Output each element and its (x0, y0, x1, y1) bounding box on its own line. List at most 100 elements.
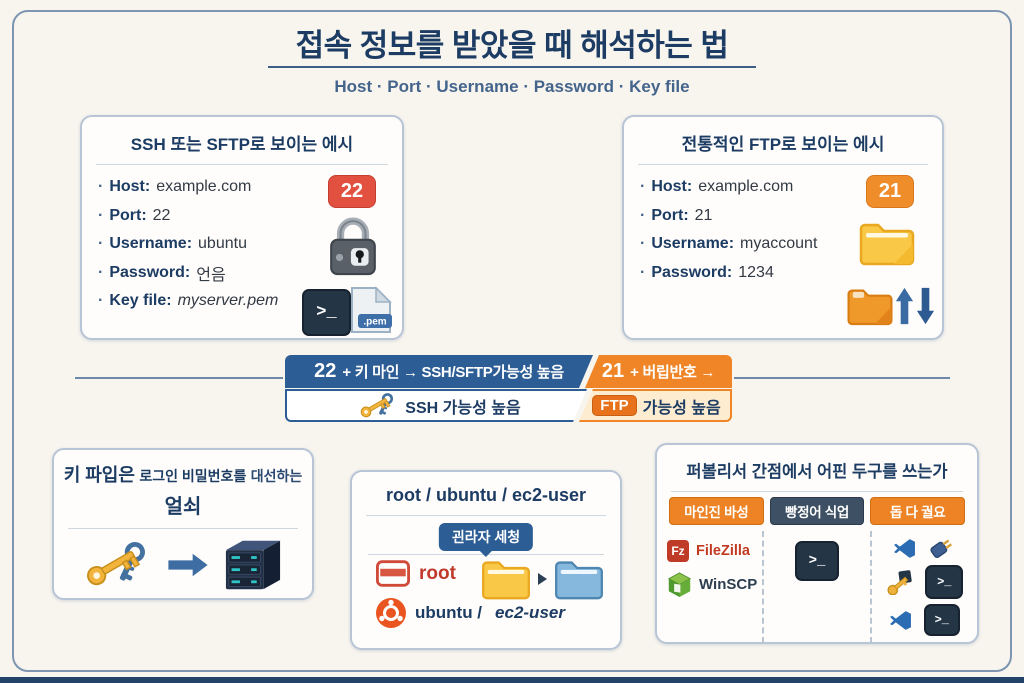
item-label: Host: (651, 178, 693, 196)
list-item: ·Host:example.com (98, 173, 402, 202)
list-item: · Password: 언음 (98, 259, 402, 288)
admin-account-badge: 괸라자 세청 (438, 523, 534, 551)
key-card-icons (54, 537, 312, 593)
banner-ftp-result-segment: FTP 가능성 높음 (579, 389, 732, 422)
usernames-card-title: root / ubuntu / ec2-user (385, 485, 586, 505)
item-value: myserver.pem (177, 292, 279, 310)
folder-yellow-icon (859, 223, 915, 266)
banner-ssh-result-segment: SSH 가능성 높음 (285, 389, 587, 422)
vscode-icon (889, 610, 911, 630)
ssh-item-list: ·Host:example.com ·Port:22 ·Username:ubu… (82, 170, 402, 316)
item-label: Username: (109, 235, 193, 253)
filezilla-icon: Fz (667, 540, 689, 562)
chip-both-tools: 돕 다 궐요 (870, 497, 966, 525)
item-value: 22 (152, 206, 171, 224)
divider (68, 528, 298, 529)
bullet: · (640, 235, 646, 253)
key-card-title-big: 키 파입은 (63, 465, 135, 485)
list-item: ·Password:1234 (640, 259, 942, 288)
chip-gui-tools: 마인진 바성 (669, 497, 764, 525)
item-value: example.com (698, 178, 794, 196)
folder-transfer-icons (480, 558, 605, 600)
ubuntu-row: ubuntu / ec2-user (376, 598, 565, 628)
ftp-card-title: 전통적인 FTP로 보이는 에시 (681, 135, 885, 154)
pem-file-icon: .pem (351, 286, 392, 333)
ftp-result-text: 가능성 높음 (642, 399, 721, 417)
item-label: Port: (651, 206, 689, 224)
ssh-card-title: SSH 또는 SFTP로 보이는 에시 (130, 135, 354, 154)
tools-column-2: >_ (762, 531, 869, 643)
chip-cli-tools: 빵정어 식업 (769, 497, 865, 525)
banner-21-text: + 버립반호 → (630, 364, 716, 381)
bullet: · (98, 263, 104, 281)
terminal-icon: >_ (794, 541, 839, 581)
admin-bubble-row: 괸라자 세청 (352, 521, 620, 561)
key-card-title: 키 파입은 로그인 비밀번호를 대선하는 (54, 464, 312, 488)
lock-icon (330, 217, 376, 276)
item-value: 언음 (196, 266, 226, 284)
page-subtitle: Host · Port · Username · Password · Key … (334, 77, 690, 96)
banner-22-number: 22 (314, 360, 337, 382)
bullet: · (98, 292, 104, 310)
icon-row: >_ (872, 604, 977, 636)
winscp-icon (667, 572, 692, 597)
ftp-badge: FTP (592, 395, 637, 416)
banner-21-number: 21 (601, 360, 625, 382)
ssh-example-card: SSH 또는 SFTP로 보이는 에시 ·Host:example.com ·P… (80, 115, 404, 340)
item-label: Host: (109, 178, 151, 196)
item-value: ubuntu (198, 235, 247, 253)
list-item: · Username: ubuntu (98, 230, 402, 259)
port-decision-banner: 21 + 버립반호 → 22 + 키 마인 → SSH/SFTP가능성 높음 F… (285, 355, 732, 422)
list-item: WinSCP (667, 571, 762, 598)
ubuntu-label: ubuntu / (415, 603, 483, 622)
tools-columns: Fz FileZilla WinSCP >_ (657, 531, 977, 643)
server-icon (225, 540, 281, 590)
folder-orange-icon (847, 289, 893, 326)
rule-right (734, 377, 950, 379)
bullet: · (98, 235, 104, 253)
bullet: · (98, 178, 104, 196)
list-item: ·Port:21 (640, 202, 942, 231)
icon-row (872, 536, 977, 560)
item-label: Password: (109, 263, 191, 281)
rule-left (75, 377, 283, 379)
keys-icon (360, 392, 394, 417)
folder-yellow-icon (482, 561, 530, 600)
folder-blue-icon (555, 561, 603, 600)
tools-column-3: >_ >_ (869, 531, 977, 643)
item-label: Password: (651, 263, 733, 281)
ftp-example-card: 전통적인 FTP로 보이는 에시 ·Host:example.com ·Port… (622, 115, 944, 340)
key-file-card: 키 파입은 로그인 비밀번호를 대선하는 얼쇠 (52, 448, 314, 600)
terminal-icon: >_ (923, 604, 960, 636)
page-title: 접속 정보를 받았을 때 해석하는 법 (295, 28, 729, 63)
list-item: ·Username:myaccount (640, 230, 942, 259)
item-label: Key file: (109, 292, 172, 310)
keys-icon (87, 541, 145, 586)
banner-22-segment: 22 + 키 마인 → SSH/SFTP가능성 높음 (285, 355, 593, 388)
key-card-title-mid: 로그인 비밀번호를 (139, 468, 247, 484)
banner-top-row: 21 + 버립반호 → 22 + 키 마인 → SSH/SFTP가능성 높음 (285, 355, 732, 388)
tools-column-headers: 마인진 바성 빵정어 식업 돕 다 궐요 (657, 497, 977, 525)
divider (366, 515, 606, 516)
bullet: · (640, 178, 646, 196)
ssh-result-text: SSH 가능성 높음 (405, 399, 521, 417)
bullet: · (98, 206, 104, 224)
upload-download-arrows-icon (895, 287, 935, 325)
filezilla-label: FileZilla (696, 543, 750, 559)
list-item: Fz FileZilla (667, 540, 762, 562)
key-card-keyword: 얼쇠 (164, 496, 202, 518)
divider (96, 164, 388, 165)
vscode-icon (894, 538, 916, 558)
item-value: myaccount (740, 235, 818, 253)
root-row: root (376, 560, 456, 587)
terminal-icon: >_ (925, 565, 964, 599)
banner-22-text: + 키 마인 → SSH/SFTP가능성 높음 (342, 364, 564, 381)
plug-icon (930, 539, 953, 558)
svg-text:.pem: .pem (363, 317, 386, 328)
key-badge-icon (887, 570, 912, 595)
usernames-card: root / ubuntu / ec2-user 괸라자 세청 root (350, 470, 622, 650)
list-item: · Host: example.com (640, 173, 942, 202)
tools-card-title: 퍼볼리서 간점에서 어핀 두구를 쓰는가 (686, 463, 948, 481)
divider (671, 491, 963, 492)
bottom-bar (0, 677, 1024, 683)
